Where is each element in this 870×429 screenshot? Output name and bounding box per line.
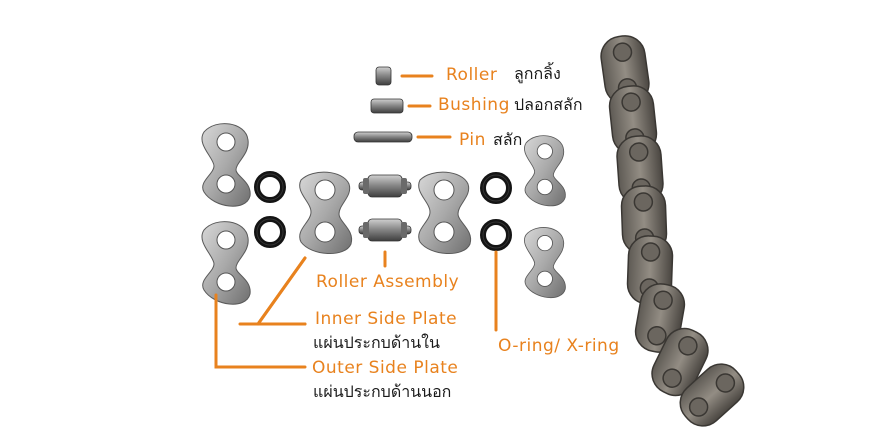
roller-assembly-label: Roller Assembly (316, 272, 460, 292)
inner-plate-left (299, 171, 353, 255)
inner-side-plate-thai-label: แผ่นประกบด้านใน (313, 333, 440, 352)
o-ring-label: O-ring/ X-ring (498, 336, 620, 356)
roller-assembly-bottom (358, 218, 412, 242)
inner-side-plate-label: Inner Side Plate (315, 309, 458, 329)
o-ring-right-top (483, 175, 509, 201)
bushing-label: Bushing (438, 95, 510, 115)
outer-plate-bottom-left (201, 221, 251, 305)
outer-plate-top-left (201, 123, 251, 207)
outer-plate-bottom-right (523, 227, 566, 299)
bushing-part (370, 98, 404, 114)
o-ring-right-bottom (483, 222, 509, 248)
outer-side-plate-thai-label: แผ่นประกบด้านนอก (313, 382, 452, 401)
outer-plate-top-right (523, 135, 566, 207)
o-ring-left-top (257, 174, 283, 200)
roller-chain-image (597, 32, 753, 429)
inner-plate-right (418, 171, 472, 255)
leader-lines (214, 74, 498, 369)
pin-label: Pin (459, 130, 486, 150)
roller-assembly-top (358, 174, 412, 198)
roller-part (375, 66, 392, 86)
pin-thai-label: สลัก (493, 130, 523, 149)
roller-label: Roller (446, 65, 498, 85)
roller-thai-label: ลูกกลิ้ง (514, 64, 561, 83)
o-ring-left-bottom (257, 219, 283, 245)
pin-part (353, 131, 413, 143)
bushing-thai-label: ปลอกสลัก (514, 95, 583, 114)
outer-side-plate-label: Outer Side Plate (312, 358, 459, 378)
